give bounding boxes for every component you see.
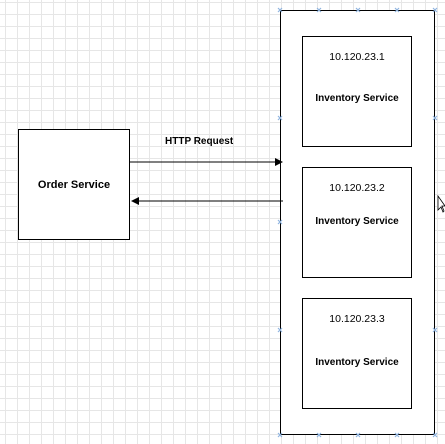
inventory-service-ip-1: 10.120.23.1 (329, 51, 385, 63)
handle-x-icon[interactable] (432, 432, 438, 438)
handle-x-icon[interactable] (355, 7, 361, 13)
inventory-service-box-2[interactable]: 10.120.23.2 Inventory Service (302, 167, 412, 278)
order-service-box[interactable]: Order Service (18, 129, 130, 240)
mouse-pointer-icon (437, 194, 445, 213)
handle-x-icon[interactable] (355, 432, 361, 438)
http-request-label: HTTP Request (165, 136, 234, 147)
handle-x-icon[interactable] (277, 327, 283, 333)
inventory-service-box-3[interactable]: 10.120.23.3 Inventory Service (302, 298, 412, 409)
handle-x-icon[interactable] (277, 115, 283, 121)
handle-x-icon[interactable] (394, 7, 400, 13)
order-service-label: Order Service (37, 178, 111, 191)
inventory-service-label-1: Inventory Service (315, 93, 399, 104)
handle-x-icon[interactable] (432, 115, 438, 121)
handle-x-icon[interactable] (277, 432, 283, 438)
handle-x-icon[interactable] (277, 219, 283, 225)
inventory-service-box-1[interactable]: 10.120.23.1 Inventory Service (302, 36, 412, 147)
inventory-service-label-2: Inventory Service (315, 216, 399, 227)
inventory-service-ip-3: 10.120.23.3 (329, 313, 385, 325)
handle-x-icon[interactable] (394, 432, 400, 438)
handle-x-icon[interactable] (316, 432, 322, 438)
handle-x-icon[interactable] (316, 7, 322, 13)
inventory-service-ip-2: 10.120.23.2 (329, 182, 385, 194)
handle-x-icon[interactable] (277, 7, 283, 13)
handle-x-icon[interactable] (432, 327, 438, 333)
handle-x-icon[interactable] (432, 7, 438, 13)
selection-handles[interactable] (277, 7, 438, 438)
inventory-service-label-3: Inventory Service (315, 357, 399, 368)
